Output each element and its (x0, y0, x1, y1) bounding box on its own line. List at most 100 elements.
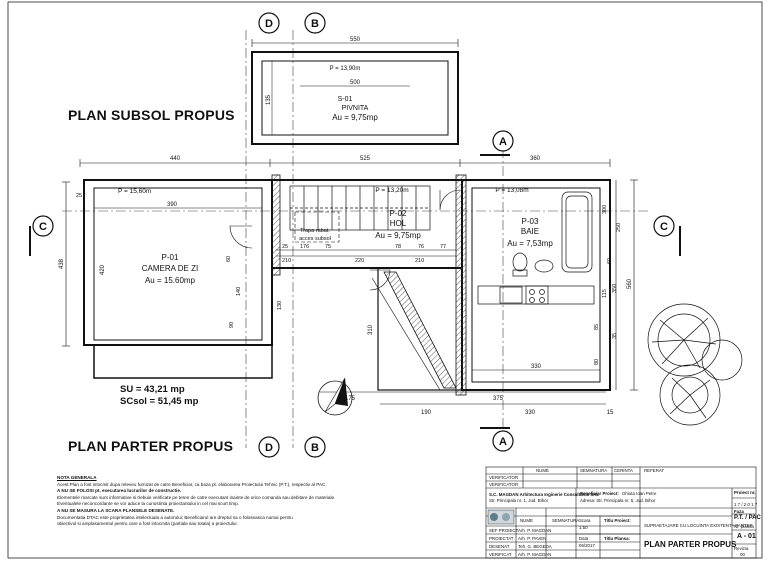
section-marker-c-right: C (653, 215, 681, 256)
access-ramp (371, 271, 457, 391)
tb-row-verificator: VERIFICATOR (489, 482, 519, 487)
dim-top-left: 440 (170, 156, 181, 162)
general-notes: NOTA GENERALA Acest Plan a fost intocmit… (57, 475, 477, 528)
tb-col-cerinta: CERINTA (614, 468, 633, 473)
dim-misc-5: 78 (395, 244, 401, 250)
dim-top-mid: 525 (360, 156, 371, 162)
tb-col-semnatura: SEMNATURA (580, 468, 608, 473)
basement-plan-title: PLAN SUBSOL PROPUS (68, 107, 235, 123)
axis-bubble-b-bottom: B (304, 436, 326, 458)
tb-scale: 1:50 (579, 525, 588, 530)
room-p03-name: BAIE (521, 227, 539, 236)
tb-role-name: Teh. G. BEGEDA (518, 544, 552, 549)
section-marker-a-bottom: A (480, 427, 514, 452)
tb-role-name: Arh. P. MAGDAN (518, 552, 552, 557)
room-s01-code: S-01 (338, 96, 353, 103)
staircase (289, 185, 431, 231)
logo-mark-icon-2 (502, 513, 510, 521)
section-label-c-left: C (39, 221, 47, 233)
dim-misc-3: 75 (325, 244, 331, 250)
tb-phase: P.T. / PAC (734, 515, 761, 521)
dim-misc-18: 60 (607, 258, 613, 264)
sheet-border (7, 1, 763, 559)
tb-date: 06/2017 (579, 543, 595, 548)
left-dimension-line (62, 181, 70, 347)
dim-misc-10: 60 (226, 256, 232, 262)
tb-role-name: Arh. P. MAGDAN (518, 528, 552, 533)
dim-bottom-b: 375 (493, 396, 504, 402)
logo-mark-icon (490, 513, 498, 521)
dim-basement-height: 135 (266, 94, 272, 105)
tb-beneficiary-label: Beneficiar Proiect: (580, 491, 619, 496)
dim-misc-2: 176 (300, 244, 309, 250)
axis-bubble-d-top: D (258, 12, 280, 34)
room-s01-name: PIVNITA (342, 105, 369, 112)
dim-bottom-c: 190 (421, 410, 432, 416)
room-p01-code: P-01 (162, 253, 179, 262)
section-label-a-bottom: A (499, 436, 507, 448)
dim-misc-4: 25 (282, 244, 288, 250)
room-s01-perimeter: P = 13,90m (330, 66, 361, 72)
scsol-value: SCsol = 51,45 mp (120, 396, 199, 407)
tb-role: DESENAT (489, 544, 510, 549)
room-p02-name: HOL (390, 219, 407, 228)
tb-firm-sub: Str. Principala nr. 1, Jud. Bihor (489, 498, 549, 503)
dim-inner-420: 420 (100, 264, 106, 275)
note-line: obiectivul si amplasamentul pentru care … (57, 521, 238, 527)
tree-icon (647, 303, 743, 426)
tb-role: SEF PROIECT (489, 528, 519, 533)
tb-role-name: Arh. P. PAVEN (518, 536, 547, 541)
section-label-a-top: A (499, 136, 507, 148)
top-dimension-line (79, 159, 611, 167)
tb-address: Adresa: Str. Principala nr. 5, Jud. Biho… (580, 498, 656, 503)
axis-bubble-d-bottom: D (258, 436, 280, 458)
tb-firm: S.C. MAGDAN Arhitectura Inginerie Consul… (489, 492, 600, 497)
dim-misc-9: 220 (355, 258, 364, 264)
dim-basement-width: 550 (350, 37, 361, 43)
bathroom-fixtures (477, 191, 595, 305)
dim-misc-21: 80 (594, 359, 600, 365)
area-summary: SU = 43,21 mp SCsol = 51,45 mp (120, 384, 198, 408)
axis-bubble-b-top: B (304, 12, 326, 34)
tb-col-nume: NUME (536, 468, 549, 473)
dim-inner-390: 390 (167, 202, 178, 208)
tb-row-verificator: VERIFICATOR (489, 475, 519, 480)
tb-role: PROIECTAT (489, 536, 514, 541)
section-marker-a-top: A (480, 130, 514, 156)
su-value: SU = 43,21 mp (120, 384, 185, 395)
note-line: Eventualele neconcordante se vor aduce l… (57, 501, 240, 507)
title-block-frame (485, 466, 757, 559)
tb-col-referat: REFERAT (644, 468, 665, 473)
axis-label-b-top: B (311, 18, 319, 30)
room-p03-code: P-03 (522, 217, 539, 226)
axis-label-b-bottom: B (311, 442, 319, 454)
tb-revision-label: Revizia (734, 546, 749, 551)
ground-plan-title: PLAN PARTER PROPUS (68, 438, 234, 454)
tb-sheet-title-label: Titlu Plansa: (604, 536, 631, 541)
tb-sheet-no: A - 01 (737, 533, 756, 540)
dim-misc-13: 130 (277, 301, 283, 310)
tb-project-no: 1 7 / 2 0 1 7 (734, 502, 758, 507)
stairs-note-1: Trapa rabat. (300, 228, 330, 234)
tb-sheet-no-label: Nr. plansa (734, 524, 754, 529)
tb-date-label: Data (579, 536, 589, 541)
room-p03-perimeter: P = 13,08m (495, 187, 528, 194)
section-marker-c-left: C (29, 215, 54, 256)
dim-misc-0: 25 (76, 193, 82, 199)
tb-phase-label: Faza (734, 509, 744, 514)
note-line: Elementele marcate sunt informative si t… (57, 494, 336, 500)
dim-misc-20: 35 (612, 333, 618, 339)
stairs-note-2: acces subsol (299, 236, 331, 242)
dim-misc-17: 300 (602, 205, 608, 214)
dim-inner-330: 330 (531, 364, 542, 370)
dim-misc-14: 350 (612, 284, 618, 293)
room-p02-area: Au = 9,75mp (375, 231, 421, 240)
living-room-recess (93, 345, 273, 379)
room-p01-perimeter: P = 15,60m (118, 188, 151, 195)
note-line: A NU SE FOLOSI pt. executarea lucrarilor… (57, 488, 182, 494)
dim-misc-1: 210 (282, 258, 291, 264)
notes-heading: NOTA GENERALA (57, 475, 97, 480)
misc-dimension-numbers: 25 210 176 75 25 78 76 77 210 220 60 140… (76, 193, 622, 365)
